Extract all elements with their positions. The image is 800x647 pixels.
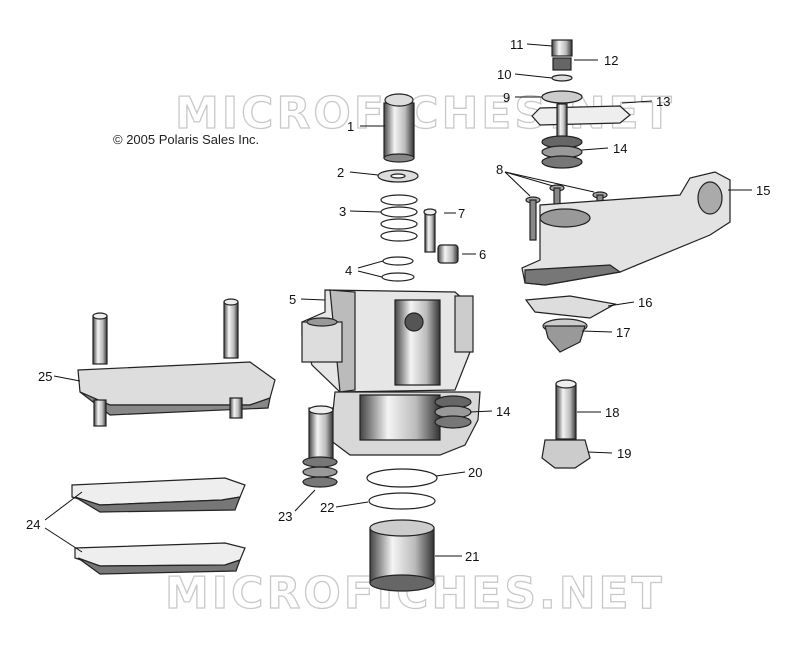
callout-6: 6: [479, 247, 486, 262]
callout-5: 5: [289, 292, 296, 307]
callout-2: 2: [337, 165, 344, 180]
part-5-caliper-body: [301, 289, 481, 456]
part-16-gasket: [524, 295, 617, 319]
callout-3: 3: [339, 204, 346, 219]
callout-8: 8: [496, 162, 503, 177]
callout-16: 16: [638, 295, 652, 310]
callout-18: 18: [605, 405, 619, 420]
callout-7: 7: [458, 206, 465, 221]
part-14-boot-upper: [541, 135, 583, 169]
part-24-brake-pads: [71, 477, 246, 575]
callout-17: 17: [616, 325, 630, 340]
part-10-washer: [551, 74, 573, 82]
callout-13: 13: [656, 94, 670, 109]
part-9-washer: [541, 90, 583, 104]
callout-15: 15: [756, 183, 770, 198]
part-12-nut: [552, 57, 572, 71]
part-4-rings: [381, 256, 415, 282]
part-23-slide-pin: [302, 405, 338, 488]
part-14-boot-lower: [434, 395, 472, 429]
callout-20: 20: [468, 465, 482, 480]
callout-14-upper: 14: [613, 141, 627, 156]
callout-9: 9: [503, 90, 510, 105]
callout-21: 21: [465, 549, 479, 564]
part-20-seal: [366, 468, 438, 488]
callout-24: 24: [26, 517, 40, 532]
callout-19: 19: [617, 446, 631, 461]
part-3-spring: [380, 194, 418, 242]
part-17-cam: [542, 318, 588, 353]
part-11-nut: [551, 39, 573, 57]
part-6-cap: [437, 244, 459, 264]
part-18-shaft: [555, 379, 577, 440]
callout-1: 1: [347, 119, 354, 134]
callout-25: 25: [38, 369, 52, 384]
callout-14-lower: 14: [496, 404, 510, 419]
copyright-text: © 2005 Polaris Sales Inc.: [113, 132, 260, 147]
callout-labels: 1 2 3 4 5 6 7 8 9 10 11 12 13 14 14 15 1…: [26, 37, 770, 564]
part-1-pin: [383, 93, 415, 163]
callout-10: 10: [497, 67, 511, 82]
part-7-bleeder: [423, 208, 437, 253]
part-22-seal: [368, 492, 436, 510]
part-15-lever-arm: [521, 171, 731, 286]
callout-22: 22: [320, 500, 334, 515]
part-2-washer: [377, 169, 419, 183]
part-19-shaft-base: [541, 439, 591, 469]
callout-12: 12: [604, 53, 618, 68]
leader-lines: [44, 43, 752, 557]
part-25-bracket: [77, 298, 276, 427]
callout-4: 4: [345, 263, 352, 278]
part-13-link: [531, 103, 631, 150]
callout-23: 23: [278, 509, 292, 524]
part-21-piston: [369, 519, 435, 592]
callout-11: 11: [510, 37, 524, 52]
